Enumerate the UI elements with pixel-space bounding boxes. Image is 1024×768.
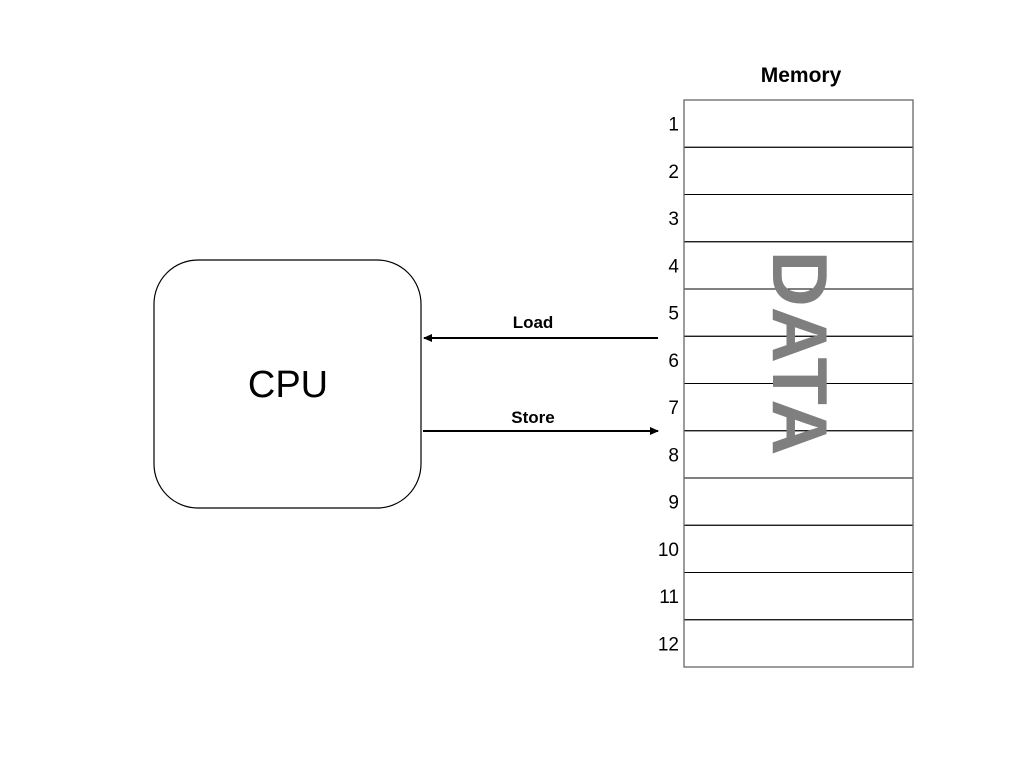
data-overlay-label: DATA	[756, 250, 844, 455]
memory-address-label: 6	[668, 351, 679, 372]
memory-address-label: 8	[668, 445, 679, 466]
memory-address-label: 4	[668, 256, 679, 277]
memory-address-label: 3	[668, 209, 679, 230]
memory-address-label: 9	[668, 493, 679, 514]
memory-border	[683, 99, 914, 668]
memory-address-label: 10	[658, 540, 679, 561]
memory-address-label: 5	[668, 304, 679, 325]
memory-address-label: 1	[668, 115, 679, 136]
cpu-box	[153, 259, 422, 509]
memory-title: Memory	[761, 64, 842, 87]
cpu-label: CPU	[248, 364, 328, 406]
memory-address-label: 7	[668, 398, 679, 419]
store-label: Store	[511, 408, 554, 427]
load-label: Load	[513, 313, 554, 332]
memory-address-label: 2	[668, 162, 679, 183]
memory-address-label: 11	[659, 587, 679, 608]
memory-address-label: 12	[658, 634, 679, 655]
